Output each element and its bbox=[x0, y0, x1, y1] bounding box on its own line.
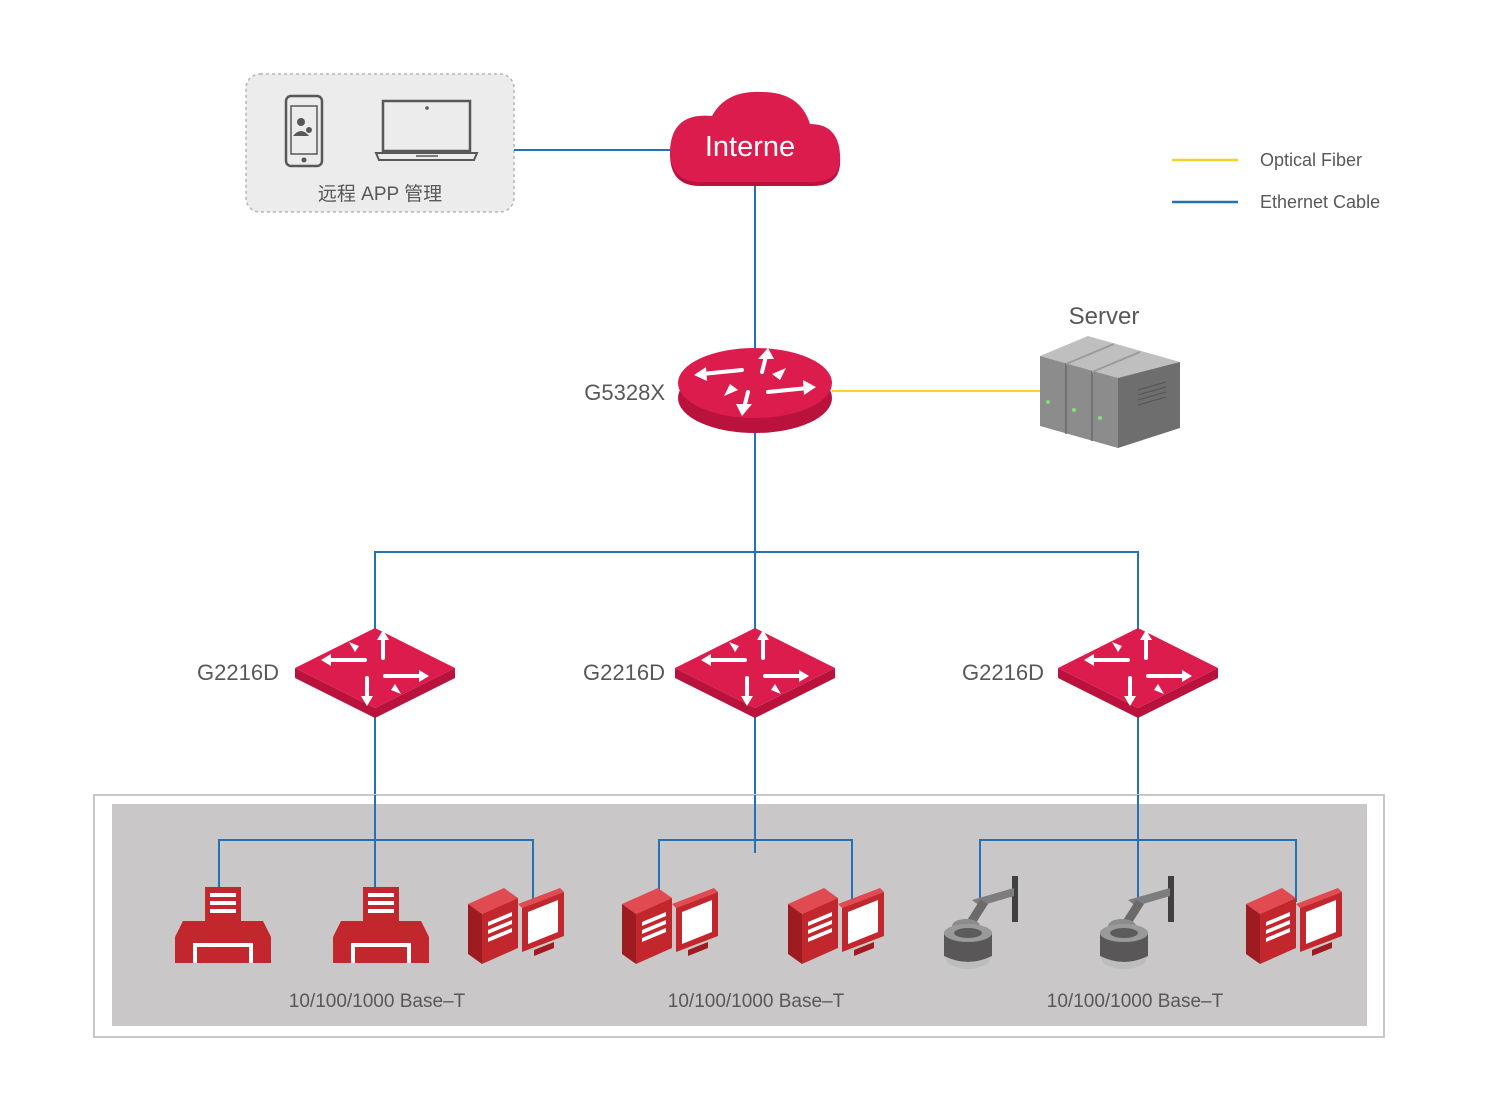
server-rack-icon: Server bbox=[1040, 303, 1180, 448]
endpoint-links bbox=[218, 795, 1297, 905]
laptop-icon bbox=[374, 99, 479, 161]
group-label: 10/100/1000 Base–T bbox=[1047, 991, 1224, 1012]
access-switch-1: G2216D bbox=[197, 626, 457, 720]
access-switch-label: G2216D bbox=[197, 660, 279, 685]
server-label: Server bbox=[1069, 303, 1140, 330]
endpoint-group-2: 10/100/1000 Base–T bbox=[622, 888, 884, 1012]
legend-fiber-label: Optical Fiber bbox=[1260, 150, 1362, 170]
endpoint-group-3: 10/100/1000 Base–T bbox=[944, 876, 1342, 1012]
endpoint-group-1: 10/100/1000 Base–T bbox=[175, 887, 564, 1012]
smartphone-icon bbox=[284, 94, 324, 168]
access-switch-label: G2216D bbox=[962, 660, 1044, 685]
core-switch: G5328X bbox=[584, 348, 832, 433]
legend-ethernet-label: Ethernet Cable bbox=[1260, 192, 1380, 212]
internet-label: Interne bbox=[705, 131, 795, 163]
group-label: 10/100/1000 Base–T bbox=[289, 991, 466, 1012]
remote-management-panel: 远程 APP 管理 bbox=[245, 73, 515, 213]
legend: Optical Fiber Ethernet Cable bbox=[1172, 150, 1380, 212]
ethernet-links bbox=[374, 149, 1139, 900]
remote-management-label: 远程 APP 管理 bbox=[318, 183, 442, 205]
access-switch-2: G2216D bbox=[583, 626, 837, 720]
group-label: 10/100/1000 Base–T bbox=[668, 991, 845, 1012]
internet-cloud: Interne bbox=[670, 91, 841, 186]
access-switch-3: G2216D bbox=[962, 626, 1220, 720]
access-switch-label: G2216D bbox=[583, 660, 665, 685]
core-switch-label: G5328X bbox=[584, 380, 665, 405]
